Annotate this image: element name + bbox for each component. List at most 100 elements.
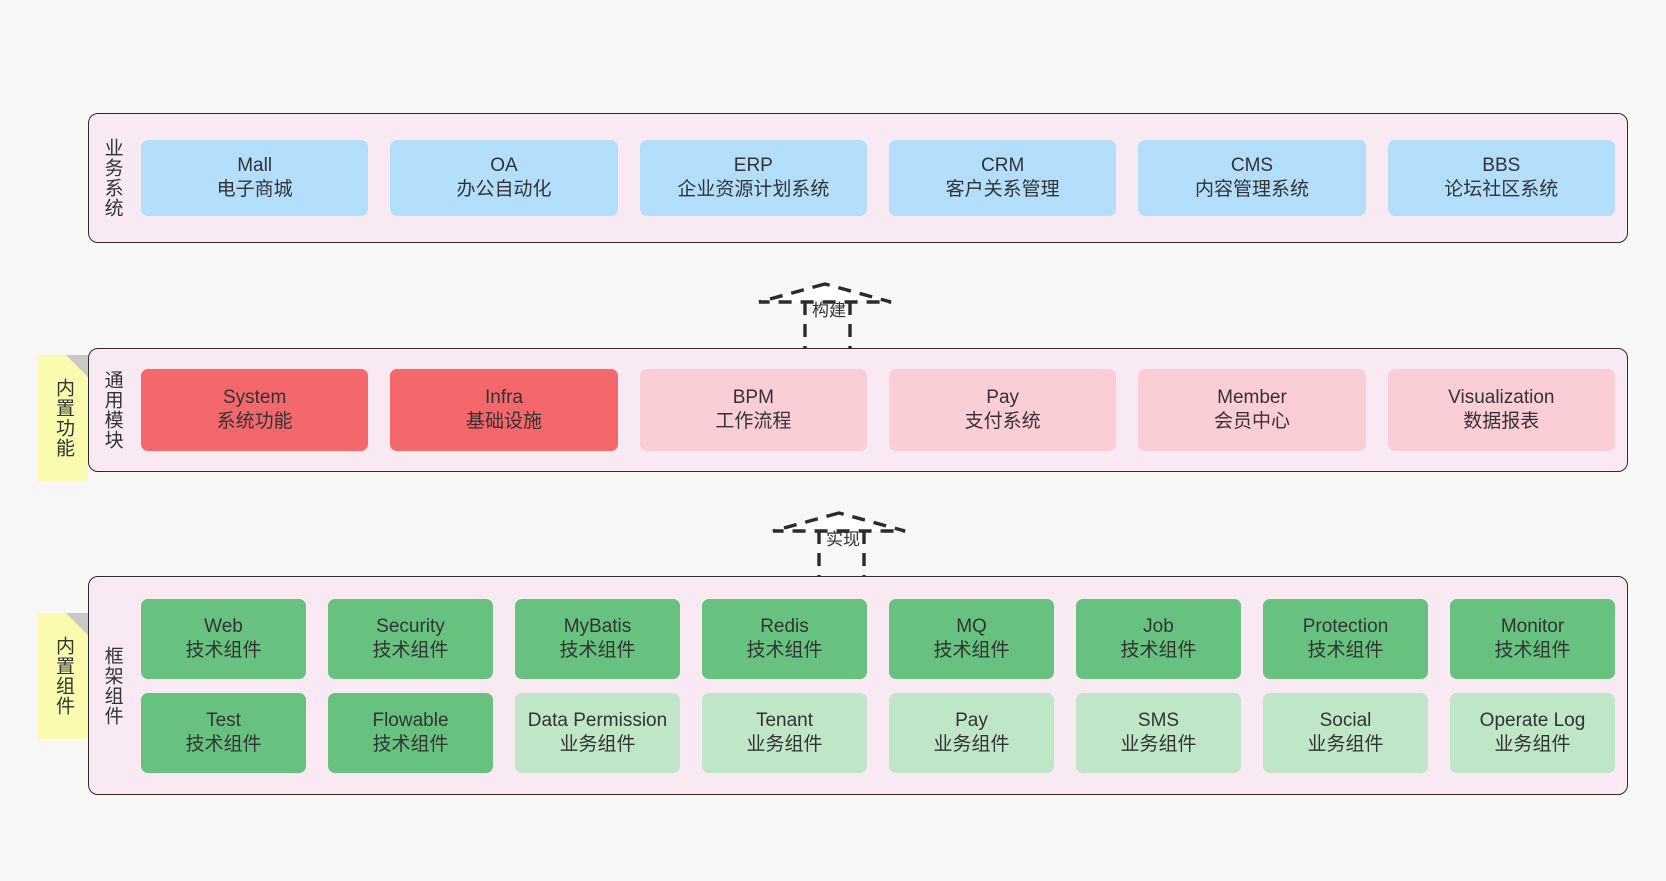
section-business-system: 业务系统 Mall 电子商城 OA 办公自动化 ERP 企业资源计划系统 CRM [88, 113, 1628, 243]
framework-box-protection-en: Protection [1302, 615, 1389, 637]
business-box-oa-en: OA [490, 155, 518, 177]
module-box-pay[interactable]: Pay 支付系统 [888, 369, 1117, 451]
note-builtin-function: 内置功能 [37, 355, 88, 481]
note-builtin-component: 内置组件 [37, 613, 88, 739]
framework-box-security-en: Security [376, 615, 445, 637]
module-box-member[interactable]: Member 会员中心 [1138, 369, 1366, 451]
module-box-visualization-en: Visualization [1448, 387, 1555, 409]
business-systems-row: Mall 电子商城 OA 办公自动化 ERP 企业资源计划系统 CRM 客户关系… [141, 140, 1615, 216]
module-box-pay-cn: 支付系统 [964, 411, 1041, 432]
framework-box-pay-cn: 业务组件 [933, 733, 1010, 755]
framework-box-social-en: Social [1319, 709, 1372, 731]
business-box-mall-en: Mall [237, 155, 273, 177]
framework-box-pay[interactable]: Pay 业务组件 [889, 692, 1054, 773]
framework-box-job-cn: 技术组件 [1120, 639, 1197, 661]
framework-box-monitor[interactable]: Monitor 技术组件 [1450, 598, 1615, 679]
framework-box-security[interactable]: Security 技术组件 [328, 598, 493, 679]
business-box-cms[interactable]: CMS 内容管理系统 [1138, 140, 1366, 216]
framework-box-protection[interactable]: Protection 技术组件 [1263, 598, 1428, 679]
module-box-visualization[interactable]: Visualization 数据报表 [1387, 369, 1615, 451]
note-fold-corner-icon [66, 355, 88, 377]
framework-box-tenant-en: Tenant [755, 709, 814, 731]
module-box-member-cn: 会员中心 [1213, 411, 1290, 432]
framework-box-social-cn: 业务组件 [1307, 733, 1384, 755]
module-box-member-en: Member [1217, 387, 1287, 409]
business-box-crm-en: CRM [981, 155, 1025, 177]
module-box-system[interactable]: System 系统功能 [141, 369, 369, 451]
business-box-crm-cn: 客户关系管理 [945, 179, 1060, 200]
business-box-erp[interactable]: ERP 企业资源计划系统 [639, 140, 867, 216]
connector-build-glyph [758, 282, 892, 350]
module-box-system-cn: 系统功能 [216, 411, 293, 432]
framework-box-mybatis-cn: 技术组件 [559, 639, 636, 661]
framework-box-mybatis[interactable]: MyBatis 技术组件 [515, 598, 680, 679]
section-body-common-modules: System 系统功能 Infra 基础设施 BPM 工作流程 Pay 支付系统… [135, 349, 1627, 471]
framework-box-security-cn: 技术组件 [372, 639, 449, 661]
framework-box-data-permission-cn: 业务组件 [559, 733, 636, 755]
framework-box-mq[interactable]: MQ 技术组件 [889, 598, 1054, 679]
business-box-cms-en: CMS [1230, 155, 1274, 177]
note-builtin-function-label: 内置功能 [52, 378, 74, 458]
framework-box-pay-en: Pay [955, 709, 988, 731]
framework-row-business: Test 技术组件 Flowable 技术组件 Data Permission … [141, 692, 1615, 773]
section-title-framework-components: 框架组件 [101, 645, 123, 726]
section-title-business-system: 业务系统 [101, 138, 123, 218]
business-box-crm[interactable]: CRM 客户关系管理 [888, 140, 1117, 216]
framework-box-web-en: Web [204, 615, 243, 637]
module-box-infra[interactable]: Infra 基础设施 [390, 369, 618, 451]
business-box-bbs[interactable]: BBS 论坛社区系统 [1387, 140, 1615, 216]
framework-box-test[interactable]: Test 技术组件 [141, 692, 306, 773]
framework-box-operate-log-en: Operate Log [1479, 709, 1586, 731]
framework-row-technical: Web 技术组件 Security 技术组件 MyBatis 技术组件 Redi… [141, 598, 1615, 679]
framework-box-redis[interactable]: Redis 技术组件 [702, 598, 867, 679]
module-box-bpm-cn: 工作流程 [715, 411, 792, 432]
framework-box-test-en: Test [206, 709, 241, 731]
framework-box-web-cn: 技术组件 [185, 639, 262, 661]
business-box-bbs-cn: 论坛社区系统 [1444, 179, 1559, 200]
section-body-business-system: Mall 电子商城 OA 办公自动化 ERP 企业资源计划系统 CRM 客户关系… [135, 114, 1627, 242]
framework-box-web[interactable]: Web 技术组件 [141, 598, 306, 679]
module-box-system-en: System [222, 387, 287, 409]
framework-box-flowable[interactable]: Flowable 技术组件 [328, 692, 493, 773]
framework-box-mybatis-en: MyBatis [563, 615, 632, 637]
business-box-oa[interactable]: OA 办公自动化 [390, 140, 618, 216]
business-box-erp-en: ERP [733, 155, 773, 177]
framework-box-operate-log-cn: 业务组件 [1494, 733, 1571, 755]
business-box-erp-cn: 企业资源计划系统 [677, 179, 830, 200]
connector-build: 构建 [750, 258, 920, 350]
note-fold-corner-icon [66, 613, 88, 635]
framework-box-sms[interactable]: SMS 业务组件 [1076, 692, 1241, 773]
business-box-cms-cn: 内容管理系统 [1194, 179, 1309, 200]
connector-implement-glyph [772, 511, 906, 579]
business-box-mall-cn: 电子商城 [216, 179, 293, 200]
framework-box-sms-cn: 业务组件 [1120, 733, 1197, 755]
framework-box-job-en: Job [1143, 615, 1174, 637]
framework-box-tenant-cn: 业务组件 [746, 733, 823, 755]
framework-box-flowable-cn: 技术组件 [372, 733, 449, 755]
framework-box-operate-log[interactable]: Operate Log 业务组件 [1450, 692, 1615, 773]
business-box-mall[interactable]: Mall 电子商城 [141, 140, 369, 216]
section-title-common-modules: 通用模块 [101, 370, 123, 450]
framework-box-data-permission[interactable]: Data Permission 业务组件 [515, 692, 680, 773]
framework-box-sms-en: SMS [1137, 709, 1180, 731]
section-common-modules: 通用模块 System 系统功能 Infra 基础设施 BPM 工作流程 Pay [88, 348, 1628, 472]
section-body-framework-components: Web 技术组件 Security 技术组件 MyBatis 技术组件 Redi… [135, 577, 1627, 794]
framework-box-job[interactable]: Job 技术组件 [1076, 598, 1241, 679]
framework-box-monitor-en: Monitor [1500, 615, 1565, 637]
note-builtin-component-label: 内置组件 [52, 636, 74, 716]
framework-box-data-permission-en: Data Permission [527, 709, 668, 731]
framework-box-monitor-cn: 技术组件 [1494, 639, 1571, 661]
connector-implement: 实现 [764, 487, 934, 579]
module-box-bpm-en: BPM [732, 387, 774, 409]
framework-box-tenant[interactable]: Tenant 业务组件 [702, 692, 867, 773]
module-box-bpm[interactable]: BPM 工作流程 [639, 369, 867, 451]
business-box-bbs-en: BBS [1482, 155, 1521, 177]
framework-box-redis-en: Redis [760, 615, 809, 637]
module-box-infra-cn: 基础设施 [465, 411, 542, 432]
common-modules-row: System 系统功能 Infra 基础设施 BPM 工作流程 Pay 支付系统… [141, 369, 1615, 451]
business-box-oa-cn: 办公自动化 [456, 179, 552, 200]
framework-box-social[interactable]: Social 业务组件 [1263, 692, 1428, 773]
section-framework-components: 框架组件 Web 技术组件 Security 技术组件 MyBatis 技术组件… [88, 576, 1628, 795]
framework-box-flowable-en: Flowable [372, 709, 449, 731]
